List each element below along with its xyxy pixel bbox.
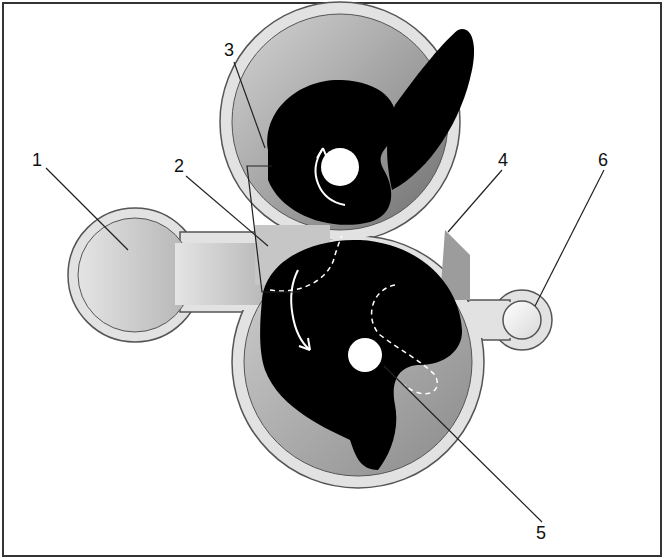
frame [3,3,661,556]
callout-number: 3 [222,40,236,60]
bracket [247,166,300,292]
callout-number: 4 [496,150,510,170]
leader-line [384,366,542,522]
leader-line [186,176,268,246]
upper-rotor [267,29,474,225]
callout-number: 6 [596,150,610,170]
leader-line [535,170,604,306]
leader-lines [46,62,604,522]
pump-chamber [78,14,541,476]
leader-line [234,62,265,148]
callout-number: 1 [30,150,44,170]
callout-number: 5 [534,523,548,543]
leader-line [46,168,128,250]
callout-number: 2 [172,156,186,176]
housing [68,2,552,488]
leader-line [448,170,502,232]
lower-rotor [260,236,462,470]
